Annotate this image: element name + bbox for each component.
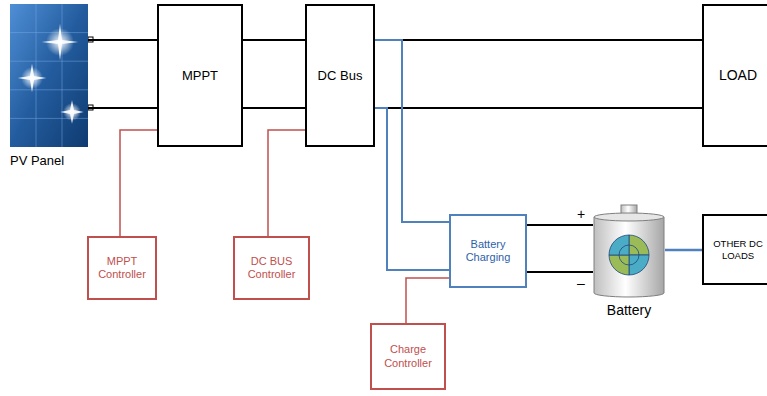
caption-holder: PV Panel [10,153,88,169]
glare-star [18,64,47,93]
wire [120,130,157,236]
caption-holder: Battery [593,302,665,319]
terminal-sign: + [577,207,585,221]
box-label: DC BUS Controller [239,255,304,281]
wire [375,39,702,41]
box-label: Battery Charging [455,238,521,264]
text-holder: DC Bus [318,68,363,84]
wire [375,108,449,270]
box-label: LOAD [719,67,757,84]
box-label: DC Bus [318,68,363,84]
battery-emblem [609,235,629,255]
battery-emblem [629,235,649,255]
terminal-sign: – [577,276,585,290]
text-holder: OTHER DC LOADS [708,238,767,261]
cell-grid-line [10,89,88,90]
wire [88,39,157,41]
cell-grid-line [10,61,88,62]
pv-panel-image [10,4,88,147]
text-holder: MPPT [182,68,218,84]
image-caption: Battery [607,302,651,319]
battery-body [594,217,664,297]
bus-box: DC Bus [305,4,375,147]
process-box: MPPT [157,4,243,147]
text-holder: DC BUS Controller [239,255,304,281]
text-holder: Battery Charging [455,238,521,264]
wire [268,130,305,236]
box-label: OTHER DC LOADS [708,238,767,261]
wire [243,39,305,41]
wire [375,107,702,109]
wire [406,278,449,323]
controller-box: DC BUS Controller [233,236,310,300]
load-box: OTHER DC LOADS [702,214,767,285]
wire [243,107,305,109]
controller-box: MPPT Controller [87,236,157,300]
wire [527,224,593,226]
glare-star [60,100,83,123]
battery-emblem [629,255,649,275]
wire [88,107,157,109]
battery-emblem [619,245,639,265]
pv-panel-surface [10,4,88,147]
wire [665,249,702,252]
battery-image [593,203,665,298]
controller-box: Charge Controller [370,323,446,390]
cell-grid-line [10,32,88,33]
glare-star [42,24,78,60]
box-label: MPPT [182,68,218,84]
battery: Battery [593,203,665,319]
load-box: LOAD [702,4,767,147]
text-holder: LOAD [719,67,757,84]
battery-emblem [609,255,629,275]
text-holder: MPPT Controller [93,255,151,281]
image-caption: PV Panel [10,153,64,169]
wire [527,271,593,273]
pv-panel: PV Panel [10,4,88,169]
cell-grid-line [62,4,63,147]
box-label: MPPT Controller [93,255,151,281]
charger-box: Battery Charging [449,214,527,288]
battery-top [594,213,664,221]
text-holder: Charge Controller [376,343,440,369]
box-label: Charge Controller [376,343,440,369]
